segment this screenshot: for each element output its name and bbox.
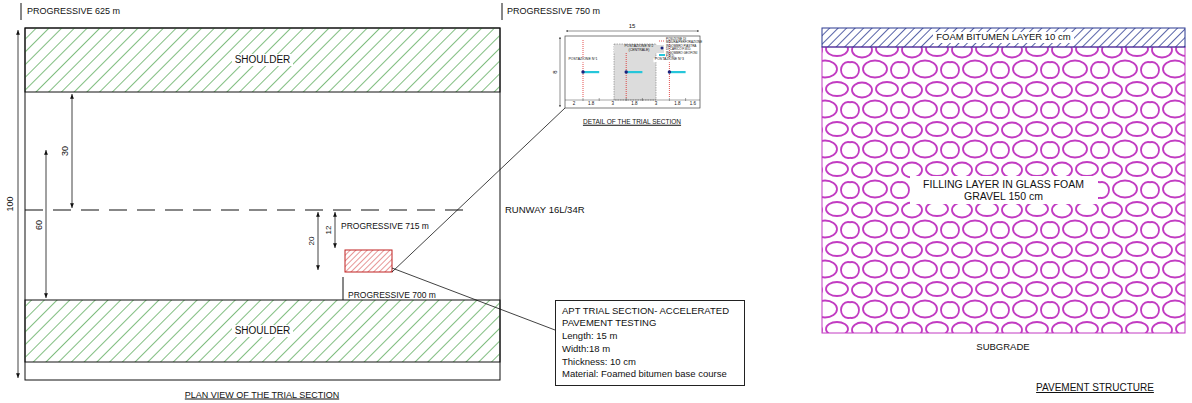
callout-box: APT TRIAL SECTION- ACCELERATED PAVEMENT … xyxy=(555,300,745,386)
station-label: POSTAZIONE N°1 xyxy=(567,58,598,62)
node-heading: FILLING LAYER IN GLASS FOAM GRAVEL 150 c… xyxy=(910,176,1098,204)
runway-name: RUNWAY 16L/34R xyxy=(505,205,585,215)
view-caption: PAVEMENT STRUCTURE xyxy=(1036,383,1154,393)
view-caption: PLAN VIEW OF THE TRIAL SECTION xyxy=(185,391,339,400)
progressive-label: PROGRESSIVE 750 m xyxy=(507,7,600,16)
progressive-label: PROGRESSIVE 700 m xyxy=(348,291,436,300)
legend-entry: POSIZIONE DI MISURA/PERFORAZIONE xyxy=(659,38,699,44)
legend-entry: INGOMBRO GEOFONI F.W.D. xyxy=(659,52,699,58)
dimension: 1.6 xyxy=(690,101,696,106)
legend-swatch xyxy=(659,39,665,43)
node-heading: SHOULDER xyxy=(232,325,294,337)
node-heading: APT TRIAL SECTION- ACCELERATED PAVEMENT … xyxy=(562,305,738,329)
dimension: 15 xyxy=(629,23,636,29)
central-station-box: POSTAZIONE N°2 (CENTRALE) xyxy=(614,44,664,100)
progressive-label: PROGRESSIVE 625 m xyxy=(27,7,120,16)
node-heading: POSTAZIONE N°2 (CENTRALE) xyxy=(614,45,664,53)
shoulder-band: SHOULDER xyxy=(25,300,500,362)
glass-foam-layer: FILLING LAYER IN GLASS FOAM GRAVEL 150 c… xyxy=(822,47,1185,333)
node-heading: FOAM BITUMEN LAYER 10 cm xyxy=(933,32,1073,43)
dimension: 8 xyxy=(552,70,558,73)
legend-swatch xyxy=(659,46,665,50)
node-text: Width:18 m xyxy=(562,343,738,355)
station-label: POSTAZIONE N°3 xyxy=(654,58,685,62)
dimension: 3 xyxy=(611,101,614,106)
foam-bitumen-layer: FOAM BITUMEN LAYER 10 cm xyxy=(822,28,1185,47)
leader-line xyxy=(392,108,565,272)
pavement-structure xyxy=(822,28,1185,333)
legend-entry: INGOMBRO PIASTRA DI CARICO F.W.D. xyxy=(659,45,699,51)
layer-name: SUBGRADE xyxy=(976,342,1029,352)
dimension: 100 xyxy=(6,196,15,211)
trial-section xyxy=(345,250,392,272)
legend: POSIZIONE DI MISURA/PERFORAZIONEINGOMBRO… xyxy=(659,38,699,58)
dimension: 20 xyxy=(308,237,316,246)
dimension: 1.8 xyxy=(674,101,680,106)
shoulder-band: SHOULDER xyxy=(25,28,500,92)
node-heading: SHOULDER xyxy=(232,54,294,66)
view-caption: DETAIL OF THE TRIAL SECTION xyxy=(583,119,681,126)
dimension: 30 xyxy=(61,146,70,156)
dimension: 12 xyxy=(325,226,333,235)
legend-text: POSIZIONE DI MISURA/PERFORAZIONE xyxy=(666,38,702,44)
legend-text: INGOMBRO GEOFONI F.W.D. xyxy=(666,52,699,58)
legend-text: INGOMBRO PIASTRA DI CARICO F.W.D. xyxy=(666,45,699,51)
dimension: 60 xyxy=(35,220,44,230)
dimension: 3 xyxy=(655,101,658,106)
plan-view xyxy=(18,3,565,380)
dimension: 1.8 xyxy=(631,101,637,106)
dimension: 2 xyxy=(573,101,576,106)
node-text: Thickness: 10 cm xyxy=(562,356,738,368)
dimension: 1.8 xyxy=(588,101,594,106)
node-text: Length: 15 m xyxy=(562,330,738,342)
progressive-label: PROGRESSIVE 715 m xyxy=(341,222,429,231)
node-text: Material: Foamed bitumen base course xyxy=(562,368,738,380)
legend-swatch xyxy=(659,53,665,57)
